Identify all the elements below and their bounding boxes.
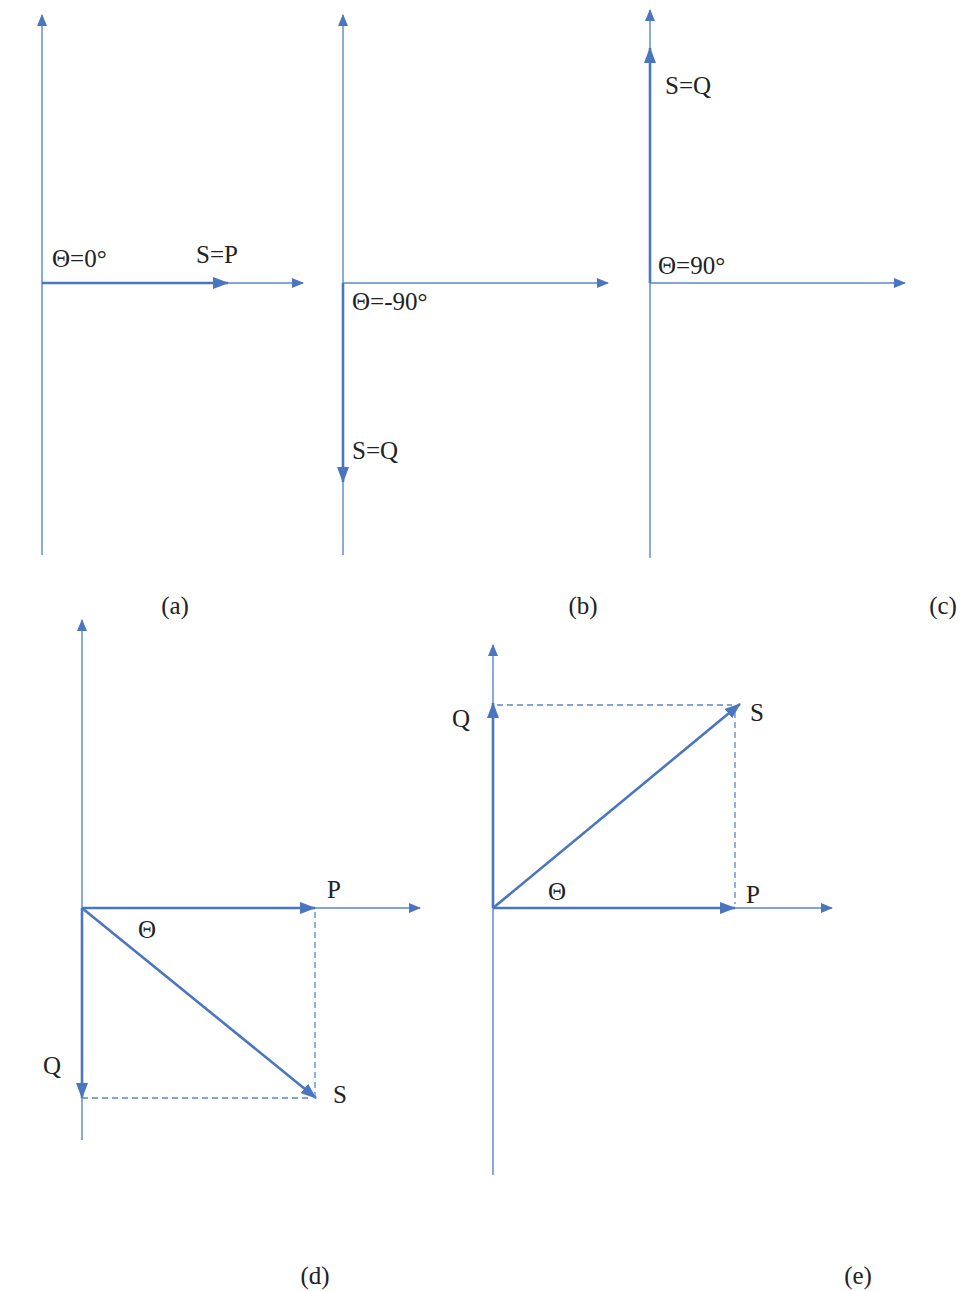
angle-label: Θ=90° — [658, 253, 725, 278]
vector-label: Q — [43, 1053, 61, 1078]
vector-label: P — [746, 882, 760, 907]
vector-label: S=Q — [352, 438, 398, 463]
panel-label: (c) — [929, 593, 957, 618]
vector-label: S — [750, 700, 764, 725]
power-vectors — [42, 48, 740, 1098]
angle-label: Θ — [548, 879, 566, 904]
angle-label: Θ=0° — [52, 246, 107, 271]
panel-label: (d) — [300, 1263, 329, 1288]
vector-label: P — [327, 877, 341, 902]
vector-label: Q — [452, 706, 470, 731]
vector-label: S=P — [196, 242, 238, 267]
vector-label: S=Q — [665, 73, 711, 98]
vector-label: S — [333, 1082, 347, 1107]
angle-label: Θ=-90° — [352, 289, 427, 314]
axes — [42, 10, 905, 1175]
panel-label: (e) — [844, 1263, 872, 1288]
angle-label: Θ — [138, 917, 156, 942]
panel-label: (a) — [161, 593, 189, 618]
projection-lines — [82, 705, 735, 1098]
panel-label: (b) — [568, 593, 597, 618]
